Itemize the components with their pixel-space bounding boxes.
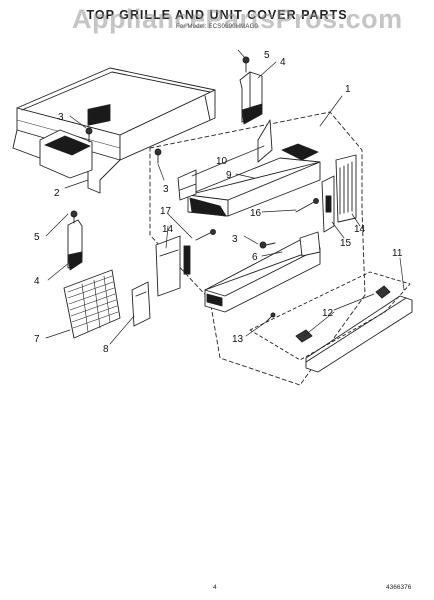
diagram-title: TOP GRILLE AND UNIT COVER PARTS	[86, 8, 348, 22]
callout-7: 7	[34, 334, 40, 345]
screw-right	[259, 241, 276, 249]
page-number: 4	[213, 584, 217, 591]
base-rail	[305, 295, 413, 373]
diagram-header: TOP GRILLE AND UNIT COVER PARTS For Mode…	[0, 8, 434, 30]
callout-14a: 14	[162, 224, 174, 235]
callout-14b: 14	[354, 224, 366, 235]
callout-5b: 5	[34, 232, 40, 243]
callout-5a: 5	[264, 50, 270, 61]
callout-labels: 1 2 3 3 3 4 4 5 5 6 7 8 9 10 11 12 13 14…	[34, 50, 403, 355]
clip-left	[177, 169, 197, 201]
callout-13: 13	[232, 334, 244, 345]
side-bracket	[321, 175, 335, 233]
filter-bracket	[131, 281, 151, 327]
screw-16	[295, 198, 319, 213]
callout-1: 1	[345, 84, 351, 95]
callout-11: 11	[392, 248, 403, 259]
callout-3c: 3	[232, 234, 238, 245]
callout-4a: 4	[280, 57, 286, 68]
unit-cover	[12, 67, 216, 194]
rail-outline	[249, 271, 411, 361]
screw-mid	[154, 148, 162, 164]
leader-lines	[45, 49, 405, 345]
callout-4b: 4	[34, 276, 40, 287]
callout-6: 6	[252, 252, 258, 263]
callout-17: 17	[160, 206, 172, 217]
callout-16: 16	[250, 208, 262, 219]
document-number: 4366376	[386, 584, 412, 591]
side-louver-left	[155, 235, 191, 297]
callout-3a: 3	[58, 112, 64, 123]
callout-10: 10	[216, 156, 228, 167]
callout-12: 12	[322, 308, 334, 319]
rail-clip-right	[375, 285, 391, 299]
callout-9: 9	[226, 170, 232, 181]
watermark: AppliancePartsPros.com	[72, 4, 403, 34]
side-louver-right	[335, 154, 357, 223]
screw-17	[195, 229, 216, 241]
diagram-subtitle: For Model: ECS0690HMAG0	[176, 24, 258, 30]
screw-top-left	[85, 127, 93, 143]
clip-right	[257, 119, 273, 163]
bracket-left	[67, 210, 83, 271]
callout-15: 15	[340, 238, 352, 249]
bracket-top	[239, 56, 263, 125]
callout-2: 2	[54, 188, 60, 199]
top-grille	[187, 143, 321, 217]
bottom-trim	[204, 231, 321, 313]
callout-3b: 3	[163, 184, 169, 195]
screw-13	[265, 312, 276, 323]
air-filter	[63, 269, 121, 339]
callout-8: 8	[103, 344, 109, 355]
